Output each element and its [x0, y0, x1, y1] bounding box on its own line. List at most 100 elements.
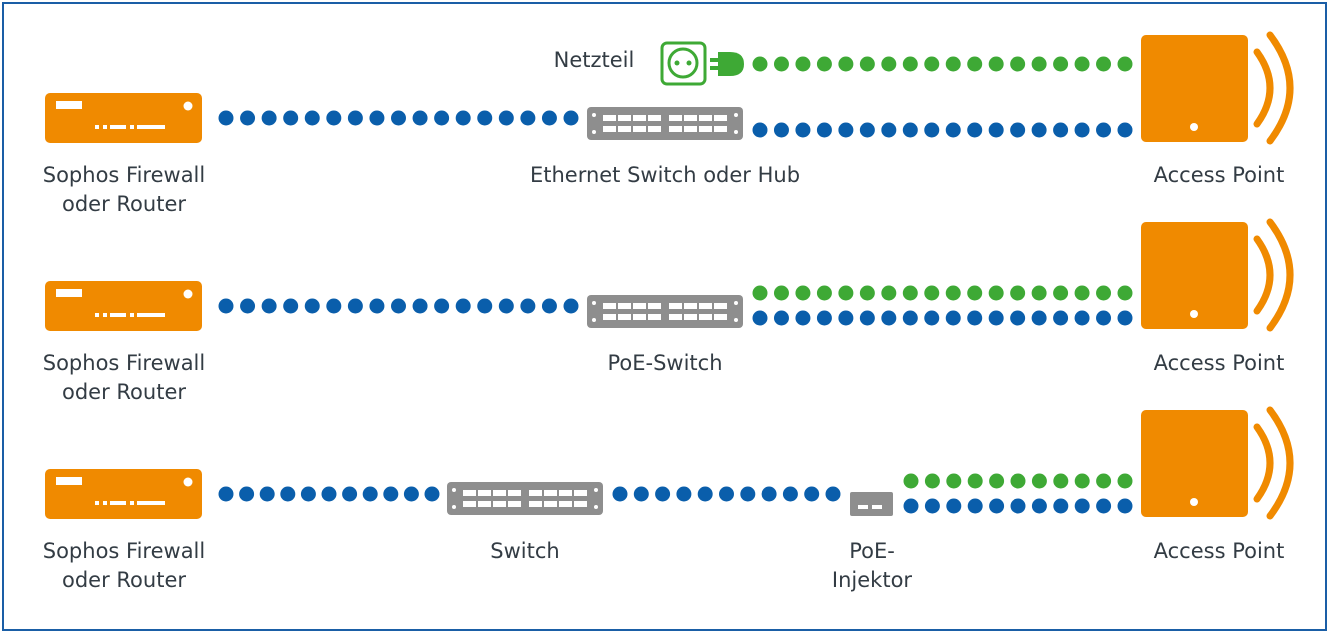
- connection-dot: [240, 298, 256, 314]
- connection-dot: [1010, 285, 1026, 301]
- connection-dot: [859, 285, 875, 301]
- connection-dot: [1096, 473, 1112, 489]
- connection-dot: [795, 285, 811, 301]
- connection-dot: [280, 486, 296, 502]
- connection-dot: [924, 310, 940, 326]
- connection-dot: [403, 486, 419, 502]
- connection-dot: [563, 298, 579, 314]
- connection-dot: [988, 310, 1004, 326]
- connection-dot: [795, 122, 811, 138]
- connection-dot: [1053, 310, 1069, 326]
- connection-dot: [1053, 473, 1069, 489]
- connection-dot: [477, 110, 493, 126]
- connection-dot: [859, 310, 875, 326]
- connection-dot: [261, 298, 277, 314]
- connection-dot: [773, 122, 789, 138]
- connection-dot: [383, 486, 399, 502]
- connection-dot: [902, 310, 918, 326]
- connection-dot: [283, 110, 299, 126]
- connection-dot: [903, 498, 919, 514]
- connection-dot: [967, 56, 983, 72]
- connection-dot: [967, 473, 983, 489]
- connection-dot: [761, 486, 777, 502]
- power-cable: [903, 473, 1133, 489]
- access-point-label: Access Point: [1153, 351, 1285, 375]
- connection-dot: [1096, 56, 1112, 72]
- connection-dot: [859, 56, 875, 72]
- netzteil-label: Netzteil: [553, 48, 635, 72]
- connection-dot: [218, 110, 234, 126]
- connection-dot: [816, 56, 832, 72]
- data-cable: [218, 110, 579, 126]
- connection-dot: [412, 110, 428, 126]
- connection-dot: [655, 486, 671, 502]
- connection-dot: [988, 285, 1004, 301]
- connection-dot: [924, 56, 940, 72]
- connection-dot: [1053, 285, 1069, 301]
- connection-dot: [1096, 285, 1112, 301]
- connection-dot: [1010, 310, 1026, 326]
- connection-dot: [300, 486, 316, 502]
- connection-dot: [1096, 310, 1112, 326]
- poe-injector-label: PoE-Injektor: [831, 539, 913, 592]
- connection-dot: [838, 285, 854, 301]
- connection-dot: [1031, 56, 1047, 72]
- connection-dot: [752, 285, 768, 301]
- connection-dot: [902, 285, 918, 301]
- connection-dot: [477, 298, 493, 314]
- data-cable: [752, 310, 1133, 326]
- network-switch-icon: [447, 482, 603, 515]
- connection-dot: [218, 486, 234, 502]
- firewall-router-icon: [45, 93, 202, 143]
- connection-dot: [1031, 310, 1047, 326]
- connection-dot: [838, 56, 854, 72]
- connection-dot: [838, 310, 854, 326]
- connection-dot: [924, 285, 940, 301]
- power-cable: [752, 285, 1133, 301]
- connection-dot: [498, 110, 514, 126]
- connection-dot: [740, 486, 756, 502]
- wireless-access-point-icon: [1141, 406, 1294, 520]
- connection-dot: [455, 110, 471, 126]
- network-switch-icon: [587, 107, 743, 140]
- connection-dot: [988, 56, 1004, 72]
- connection-dot: [924, 498, 940, 514]
- connection-dot: [752, 56, 768, 72]
- connection-dot: [1117, 473, 1133, 489]
- connection-dot: [945, 56, 961, 72]
- connection-dot: [1117, 122, 1133, 138]
- connection-dot: [945, 285, 961, 301]
- switch-label: Ethernet Switch oder Hub: [529, 163, 801, 187]
- connection-dot: [989, 473, 1005, 489]
- firewall-router-icon: [45, 469, 202, 519]
- connection-dot: [967, 498, 983, 514]
- connection-dot: [1074, 56, 1090, 72]
- connection-dot: [967, 310, 983, 326]
- connection-dot: [1010, 473, 1026, 489]
- connection-dot: [1053, 56, 1069, 72]
- connection-dot: [697, 486, 713, 502]
- connection-dot: [498, 298, 514, 314]
- connection-dot: [967, 122, 983, 138]
- connection-dot: [945, 310, 961, 326]
- connection-dot: [1053, 122, 1069, 138]
- connection-dot: [881, 122, 897, 138]
- connection-dot: [1053, 498, 1069, 514]
- connection-dot: [967, 285, 983, 301]
- network-switch-icon: [587, 295, 743, 328]
- power-outlet-plug-icon: [660, 41, 744, 86]
- data-cable: [218, 486, 440, 502]
- connection-dot: [1074, 498, 1090, 514]
- connection-dot: [1096, 122, 1112, 138]
- connection-dot: [902, 56, 918, 72]
- connection-dot: [719, 486, 734, 502]
- connection-dot: [369, 298, 385, 314]
- connection-dot: [773, 285, 789, 301]
- firewall-router-icon: [45, 281, 202, 331]
- connection-dot: [782, 486, 798, 502]
- connection-dot: [946, 498, 962, 514]
